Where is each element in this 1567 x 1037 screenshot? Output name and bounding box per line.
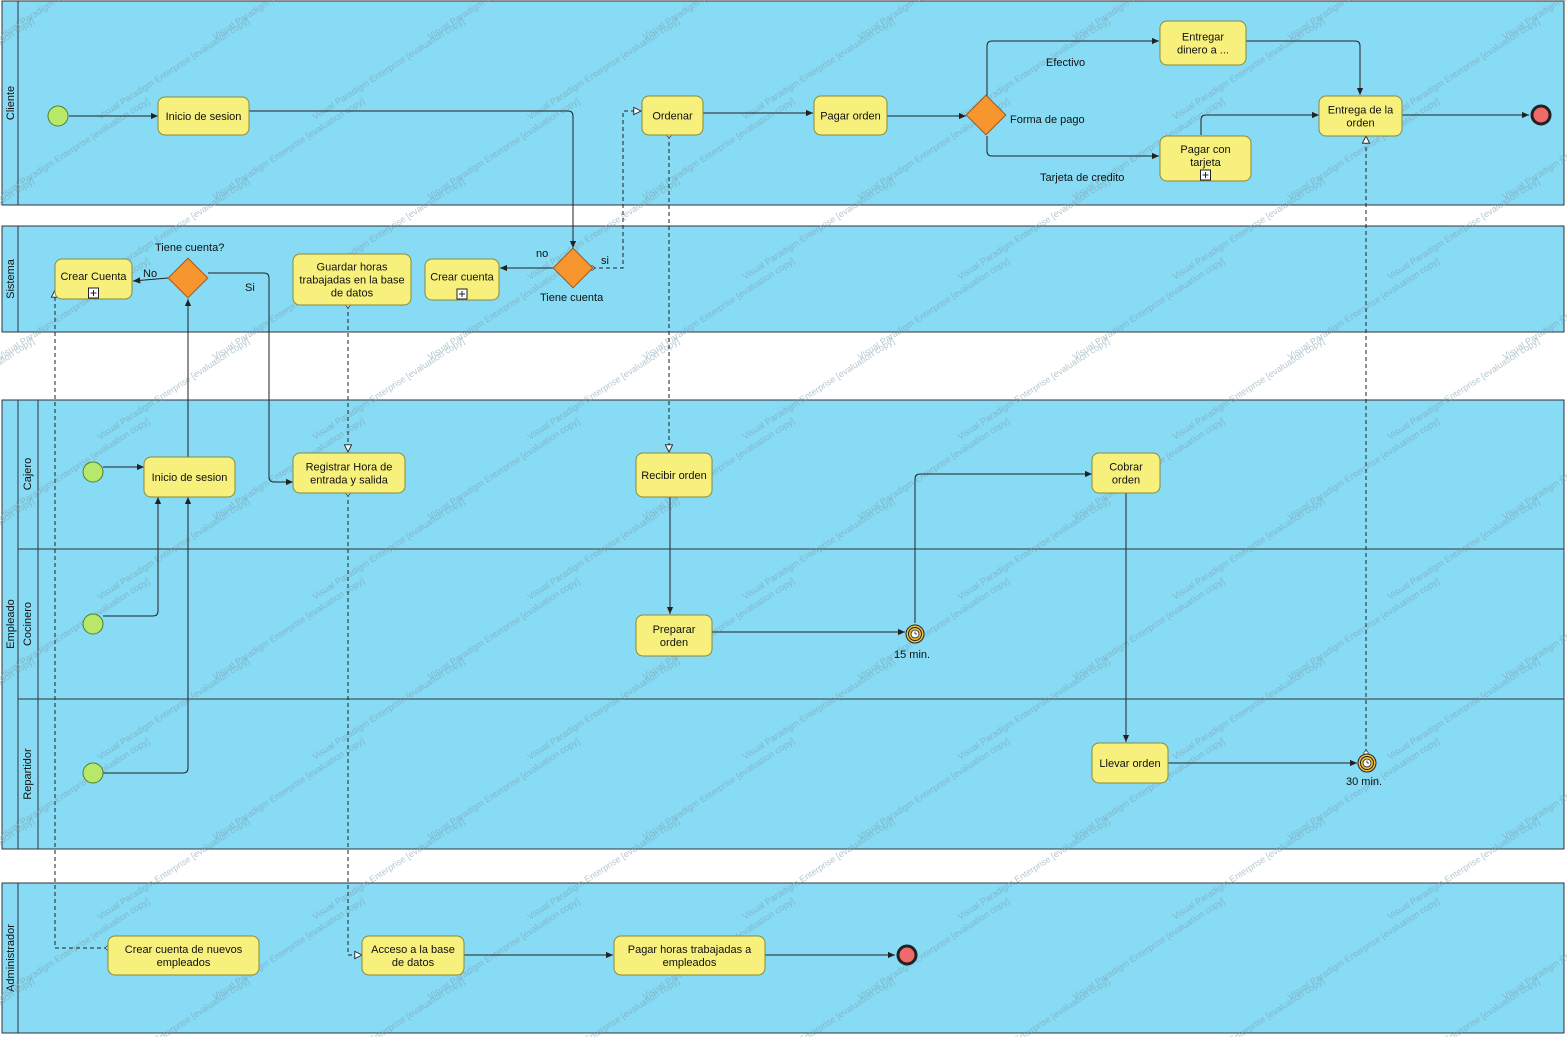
start-event-cliente[interactable] [47, 105, 69, 127]
label-tiene-cuenta-question: Tiene cuenta? [155, 242, 224, 254]
gateway-tiene-cuenta[interactable] [552, 247, 594, 289]
task-label: orden [1112, 475, 1140, 487]
task-inicio-sesion-cajero[interactable]: Inicio de sesion [143, 456, 236, 498]
task-label: Preparar [653, 624, 696, 636]
task-label: de datos [331, 288, 374, 300]
gateway-tiene-cuenta-q[interactable] [167, 257, 209, 299]
task-label: Inicio de sesion [166, 111, 242, 123]
pool-empleado: Empleado Cajero Cocinero Repartidor [1, 399, 1565, 850]
label-no-upper: No [143, 268, 157, 280]
start-event-cocinero[interactable] [82, 613, 104, 635]
tasks-layer: Inicio de sesion Ordenar Pagar orden Entreg… [54, 20, 1403, 976]
task-label: orden [660, 637, 688, 649]
task-label: Entrega de la [1328, 105, 1394, 117]
task-label: empleados [663, 957, 717, 969]
task-label: trabajadas en la base [299, 275, 404, 287]
task-pagar-orden[interactable]: Pagar orden [813, 95, 888, 136]
task-label: empleados [157, 957, 211, 969]
task-llevar-orden[interactable]: Llevar orden [1091, 742, 1169, 784]
pool-empleado-label: Empleado [5, 599, 17, 649]
task-label: Recibir orden [641, 470, 706, 482]
task-label: Llevar orden [1099, 758, 1160, 770]
task-ordenar[interactable]: Ordenar [641, 95, 704, 136]
label-forma-de-pago: Forma de pago [1010, 114, 1085, 126]
task-label: Guardar horas [317, 262, 388, 274]
timer-event-15[interactable] [905, 624, 925, 644]
start-event-cajero[interactable] [82, 461, 104, 483]
pool-cliente: Cliente [1, 0, 1565, 206]
task-recibir-orden[interactable]: Recibir orden [635, 452, 713, 498]
label-tarjeta-de-credito: Tarjeta de credito [1040, 172, 1124, 184]
pool-administrador-label: Administrador [5, 924, 17, 992]
sequence-flows [69, 37, 1529, 959]
pool-sistema-label: Sistema [5, 258, 17, 299]
task-label: Crear cuenta [430, 272, 494, 284]
label-timer-15: 15 min. [894, 649, 930, 661]
label-tiene-cuenta: Tiene cuenta [540, 292, 604, 304]
task-crear-cuenta-sistema-2[interactable]: Crear cuenta [424, 258, 500, 301]
label-si-lower: si [601, 255, 609, 267]
pool-sistema: Sistema [1, 225, 1565, 333]
task-label: Pagar orden [820, 111, 881, 123]
message-flows [55, 111, 1366, 955]
lane-cajero-label: Cajero [22, 458, 34, 490]
task-label: entrada y salida [310, 475, 389, 487]
pool-administrador: Administrador [1, 882, 1565, 1034]
task-inicio-sesion-cliente[interactable]: Inicio de sesion [157, 96, 250, 136]
task-label: de datos [392, 957, 435, 969]
label-si-upper: Si [245, 282, 255, 294]
pool-cliente-label: Cliente [5, 86, 17, 120]
task-label: tarjeta [1190, 157, 1221, 169]
task-crear-cuenta-sistema-1[interactable]: Crear Cuenta [54, 258, 133, 300]
label-no-lower: no [536, 248, 548, 260]
task-label: Crear Cuenta [60, 271, 127, 283]
task-label: Acceso a la base [371, 944, 455, 956]
task-label: Registrar Hora de [306, 462, 393, 474]
lane-repartidor-label: Repartidor [22, 748, 34, 800]
label-timer-30: 30 min. [1346, 776, 1382, 788]
task-label: Inicio de sesion [152, 472, 228, 484]
label-efectivo: Efectivo [1046, 57, 1085, 69]
gateway-forma-de-pago[interactable] [965, 94, 1007, 136]
task-label: Ordenar [652, 111, 693, 123]
task-label: dinero a ... [1177, 45, 1229, 57]
end-event-cliente[interactable] [1530, 104, 1552, 126]
start-event-repartidor[interactable] [82, 762, 104, 784]
timer-event-30[interactable] [1357, 753, 1377, 773]
task-label: Entregar [1182, 32, 1225, 44]
lane-cocinero-label: Cocinero [22, 602, 34, 646]
task-label: Pagar horas trabajadas a [628, 944, 752, 956]
task-label: Crear cuenta de nuevos [125, 944, 243, 956]
task-label: Pagar con [1180, 144, 1230, 156]
task-label: Cobrar [1109, 462, 1143, 474]
task-label: orden [1346, 118, 1374, 130]
end-event-administrador[interactable] [896, 944, 918, 966]
